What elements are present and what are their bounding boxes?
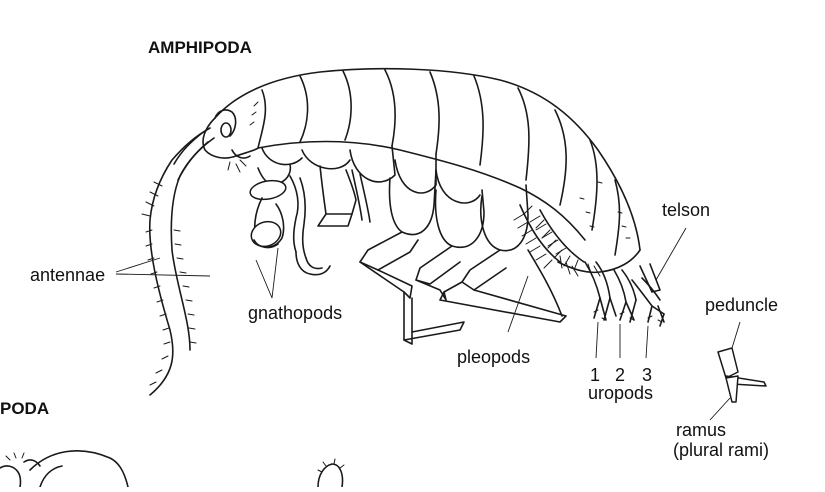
uropods-telson [584,261,665,327]
partial-second-organism [0,450,129,488]
label-uropod-1: 1 [590,365,601,385]
antennae [141,127,215,396]
label-telson: telson [662,200,711,220]
cropped-heading: PODA [0,399,50,418]
label-uropod-2: 2 [615,365,626,385]
label-antennae: antennae [30,265,106,285]
label-pleopods: pleopods [457,347,531,367]
gnathopods [249,163,331,276]
head [202,109,259,173]
amphipod-body [214,67,641,274]
label-uropods: uropods [588,383,654,403]
label-gnathopods: gnathopods [248,303,343,323]
label-ramus-plural: (plural rami) [673,440,770,460]
label-uropod-3: 3 [642,365,653,385]
figure-title: AMPHIPODA [148,38,252,57]
pereopods [317,165,567,345]
leader-lines [115,227,741,421]
partial-third-organism [317,458,345,488]
pleopods-setae [513,204,601,277]
label-peduncle: peduncle [705,295,779,315]
label-ramus: ramus [676,420,727,440]
uropod-detail [717,347,767,403]
